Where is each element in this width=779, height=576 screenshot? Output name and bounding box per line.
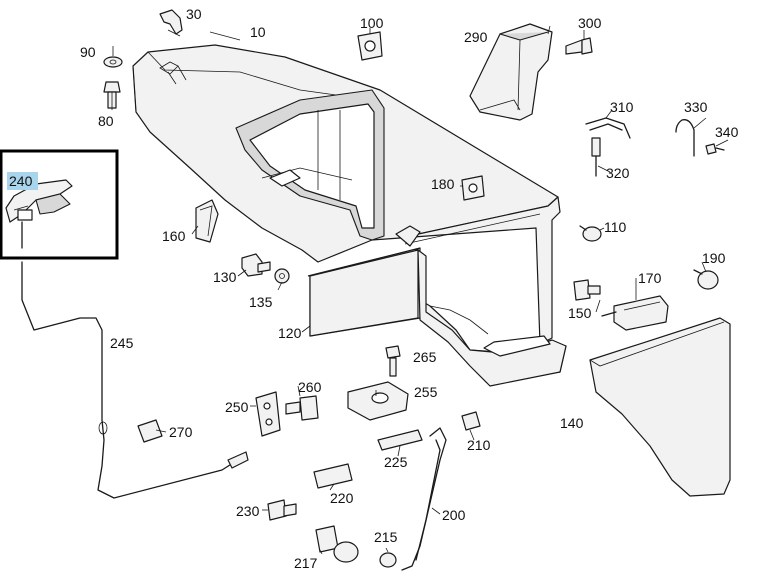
callout-box-240[interactable] (0, 149, 119, 260)
part-150-bolt[interactable] (573, 279, 601, 301)
label-140[interactable]: 140 (560, 415, 584, 431)
part-110-screw[interactable] (579, 225, 602, 242)
label-270[interactable]: 270 (169, 424, 193, 440)
label-250[interactable]: 250 (225, 399, 249, 415)
part-200-rod[interactable] (401, 427, 447, 571)
part-320-pin[interactable] (591, 137, 601, 177)
label-290[interactable]: 290 (464, 29, 488, 45)
part-190-screw[interactable] (693, 269, 719, 290)
label-255[interactable]: 255 (414, 384, 438, 400)
label-210[interactable]: 210 (467, 437, 491, 453)
part-260-bolt[interactable] (285, 395, 319, 421)
label-217[interactable]: 217 (294, 555, 318, 571)
label-320[interactable]: 320 (606, 165, 630, 181)
label-200[interactable]: 200 (442, 507, 466, 523)
label-110[interactable]: 110 (604, 219, 627, 235)
label-220[interactable]: 220 (330, 490, 354, 506)
label-265[interactable]: 265 (413, 349, 437, 365)
label-160[interactable]: 160 (162, 228, 186, 244)
label-80[interactable]: 80 (98, 113, 114, 129)
part-310-hook-bracket[interactable] (585, 117, 631, 139)
label-135[interactable]: 135 (249, 294, 273, 310)
leader-lines (111, 25, 729, 555)
part-160-seal[interactable] (195, 199, 219, 243)
label-100[interactable]: 100 (360, 15, 384, 31)
part-80-bolt[interactable] (103, 81, 121, 109)
part-217-lock-cylinder[interactable] (315, 525, 359, 563)
part-170-hinge[interactable] (601, 295, 669, 331)
part-340-pin[interactable] (705, 143, 725, 155)
part-30-elbow-fitting[interactable] (159, 9, 183, 37)
part-180-clip-nut[interactable] (461, 175, 485, 201)
label-120[interactable]: 120 (278, 325, 302, 341)
part-250-bracket[interactable] (255, 391, 281, 437)
part-300-screw[interactable] (565, 37, 593, 55)
part-140-rear-panel[interactable] (589, 317, 731, 497)
label-170[interactable]: 170 (638, 270, 662, 286)
label-215[interactable]: 215 (374, 529, 398, 545)
part-270-clip[interactable] (137, 419, 163, 443)
part-labels: 240 30 10 90 80 100 290 300 310 330 340 … (7, 6, 739, 571)
part-220-bracket[interactable] (313, 463, 353, 489)
part-130-bolt[interactable] (241, 253, 271, 277)
label-30[interactable]: 30 (186, 6, 202, 22)
part-215-nut[interactable] (379, 552, 397, 568)
part-245-cable[interactable] (21, 261, 249, 499)
label-150[interactable]: 150 (568, 305, 592, 321)
part-255-latch-block[interactable] (347, 381, 409, 421)
label-130[interactable]: 130 (213, 269, 237, 285)
part-135-washer[interactable] (274, 268, 290, 284)
part-120-side-cover[interactable] (307, 247, 567, 387)
part-100-clip-nut[interactable] (357, 31, 383, 61)
label-180[interactable]: 180 (431, 176, 455, 192)
label-300[interactable]: 300 (578, 15, 602, 31)
label-190[interactable]: 190 (702, 250, 726, 266)
label-240[interactable]: 240 (9, 173, 33, 189)
label-245[interactable]: 245 (110, 335, 134, 351)
part-210-plug[interactable] (461, 411, 481, 431)
part-290-bracket[interactable] (469, 23, 553, 121)
label-340[interactable]: 340 (715, 124, 739, 140)
label-10[interactable]: 10 (250, 24, 266, 40)
label-225[interactable]: 225 (384, 454, 408, 470)
part-265-bolt[interactable] (385, 345, 401, 377)
part-230-bolt[interactable] (267, 499, 297, 521)
label-260[interactable]: 260 (298, 379, 322, 395)
highlight-240 (7, 172, 38, 190)
label-230[interactable]: 230 (236, 503, 260, 519)
part-90-washer[interactable] (103, 56, 123, 68)
part-10-storage-tray[interactable] (132, 44, 561, 345)
label-310[interactable]: 310 (610, 99, 634, 115)
part-330-hook[interactable] (675, 119, 695, 157)
part-240-handle (5, 179, 73, 249)
part-225-plate[interactable] (377, 429, 423, 451)
label-330[interactable]: 330 (684, 99, 708, 115)
label-90[interactable]: 90 (80, 44, 96, 60)
